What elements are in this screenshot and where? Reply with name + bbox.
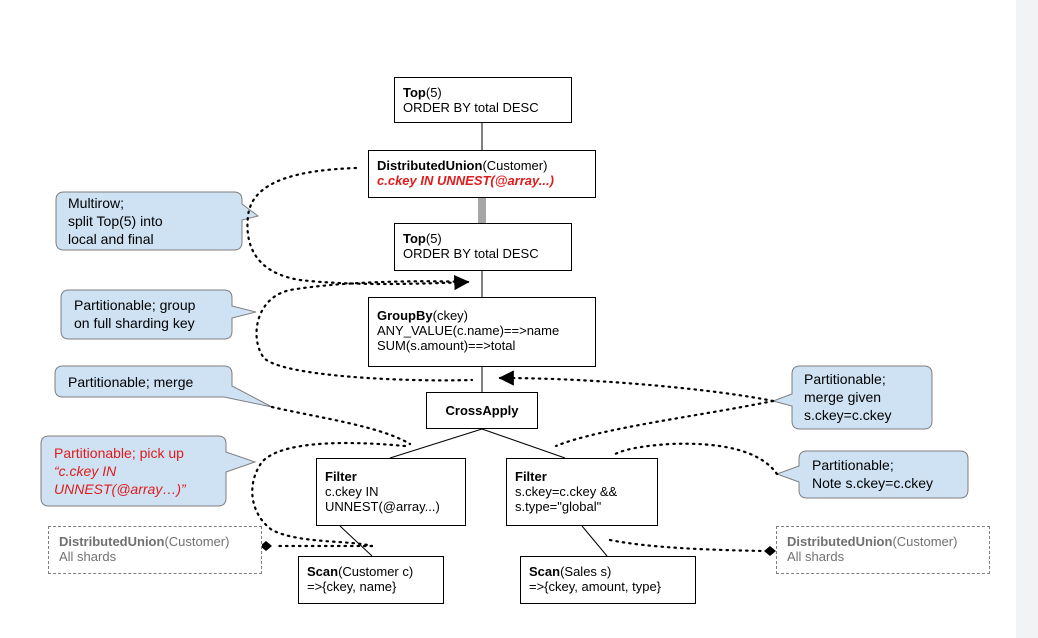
node-detail: =>{ckey, name} xyxy=(307,579,397,594)
node-shards-right: DistributedUnion(Customer) All shards xyxy=(776,526,990,574)
callout-line: Partitionable; merge xyxy=(68,374,194,390)
page-edge-strip xyxy=(1016,0,1038,638)
node-title: Top xyxy=(403,231,426,246)
node-shards-left: DistributedUnion(Customer) All shards xyxy=(48,526,262,574)
node-title: CrossApply xyxy=(445,403,519,418)
edge-filter-sales-to-scan xyxy=(581,525,608,557)
node-filter-customer: Filter c.ckey IN UNNEST(@array...) xyxy=(316,458,466,526)
callout-pick-up: Partitionable; pick up “c.ckey IN UNNEST… xyxy=(54,444,186,498)
callout-line: Partitionable; xyxy=(812,457,894,473)
node-detail-highlight: c.ckey IN UNNEST(@array...) xyxy=(377,173,554,188)
callout-line: Partitionable; group xyxy=(74,297,196,313)
node-top-final: Top(5) ORDER BY total DESC xyxy=(394,77,572,123)
callout-line: Note s.ckey=c.ckey xyxy=(812,475,933,491)
node-detail: s.ckey=c.ckey && xyxy=(515,484,618,499)
callout-bubble-multirow xyxy=(55,191,260,251)
node-detail: UNNEST(@array...) xyxy=(325,499,440,514)
callout-line: Partitionable; pick up xyxy=(54,445,184,461)
edge-crossapply-to-filter-customer xyxy=(389,428,483,459)
dotted-merge-right-to-groupby xyxy=(498,370,775,403)
callout-bubble-merge-given xyxy=(771,365,933,430)
callout-line-italic: “c.ckey IN xyxy=(54,463,117,479)
node-detail: SUM(s.amount)==>total xyxy=(377,338,516,353)
callout-line: Partitionable; xyxy=(804,371,886,387)
node-title: Filter xyxy=(325,469,357,484)
node-detail: c.ckey IN xyxy=(325,484,379,499)
diamond-left-shards xyxy=(260,541,272,551)
node-title: DistributedUnion xyxy=(787,534,893,549)
dotted-pick-up-loop xyxy=(251,441,407,548)
callout-line: Multirow; xyxy=(68,195,125,211)
callout-line-italic: UNNEST(@array…)” xyxy=(54,481,186,497)
edge-filter-customer-to-scan xyxy=(339,525,373,557)
node-detail: ORDER BY total DESC xyxy=(403,100,539,115)
dotted-groupby-arc xyxy=(255,280,474,382)
dotted-merge-left-to-crossapply xyxy=(270,405,412,446)
node-args: (ckey) xyxy=(432,308,469,323)
edge-crossapply-to-filter-sales xyxy=(481,428,566,459)
node-detail: =>{ckey, amount, type} xyxy=(529,579,662,594)
node-title: Top xyxy=(403,85,426,100)
node-title: DistributedUnion xyxy=(377,158,483,173)
node-title: GroupBy xyxy=(377,308,433,323)
node-args: (Customer) xyxy=(482,158,548,173)
callout-merge-left: Partitionable; merge xyxy=(68,373,193,391)
node-args: (5) xyxy=(425,85,442,100)
node-args: (Customer) xyxy=(164,534,230,549)
callout-bubble-note-ckey xyxy=(775,450,969,499)
edge-union-thick-link xyxy=(478,198,486,223)
callout-bubble-group-full-key xyxy=(60,289,257,340)
node-args: (Customer c) xyxy=(338,564,414,579)
callout-line: merge given xyxy=(804,389,882,405)
node-title: Scan xyxy=(529,564,561,579)
node-filter-sales: Filter s.ckey=c.ckey && s.type="global" xyxy=(506,458,658,526)
callout-bubble-pick-up xyxy=(40,435,257,507)
node-args: (Sales s) xyxy=(560,564,612,579)
node-group-by: GroupBy(ckey) ANY_VALUE(c.name)==>name S… xyxy=(368,297,596,367)
node-detail: ANY_VALUE(c.name)==>name xyxy=(377,323,560,338)
node-detail: All shards xyxy=(59,549,117,564)
node-args: (5) xyxy=(425,231,442,246)
node-detail: ORDER BY total DESC xyxy=(403,246,539,261)
node-top-local: Top(5) ORDER BY total DESC xyxy=(394,223,572,271)
diamond-right-shards xyxy=(764,546,776,556)
node-scan-sales: Scan(Sales s) =>{ckey, amount, type} xyxy=(520,556,696,604)
node-cross-apply: CrossApply xyxy=(426,392,538,429)
callout-line: on full sharding key xyxy=(74,315,195,331)
callout-bubble-merge-left xyxy=(54,365,273,408)
callout-group-full-key: Partitionable; group on full sharding ke… xyxy=(74,296,195,332)
callout-line: s.ckey=c.ckey xyxy=(804,407,892,423)
callout-note-ckey: Partitionable; Note s.ckey=c.ckey xyxy=(812,456,933,492)
dotted-merge-right-to-crossapply xyxy=(554,399,775,448)
dotted-right-scan-to-shards xyxy=(608,538,766,553)
callout-line: split Top(5) into xyxy=(68,213,163,229)
node-title: Scan xyxy=(307,564,339,579)
callout-multirow: Multirow; split Top(5) into local and fi… xyxy=(68,194,163,248)
node-title: Filter xyxy=(515,469,547,484)
node-detail: All shards xyxy=(787,549,845,564)
node-title: DistributedUnion xyxy=(59,534,165,549)
node-args: (Customer) xyxy=(892,534,958,549)
callout-line: local and final xyxy=(68,231,154,247)
dotted-multirow-to-union xyxy=(246,166,470,291)
node-scan-customer: Scan(Customer c) =>{ckey, name} xyxy=(298,556,444,604)
node-distributed-union: DistributedUnion(Customer) c.ckey IN UNN… xyxy=(368,150,596,198)
callout-merge-given: Partitionable; merge given s.ckey=c.ckey xyxy=(804,370,892,424)
node-detail: s.type="global" xyxy=(515,499,602,514)
